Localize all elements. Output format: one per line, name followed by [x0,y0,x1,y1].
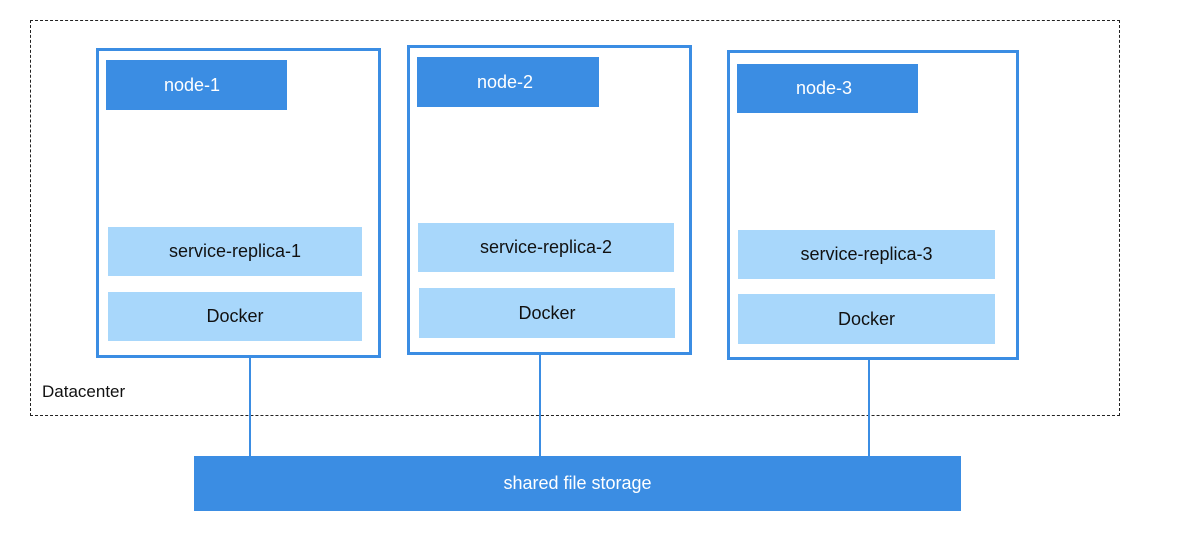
connector-node-1 [249,358,251,456]
node-title-1: node-1 [106,60,287,110]
docker-layer-3: Docker [738,294,995,344]
service-replica-layer-2: service-replica-2 [418,223,674,272]
docker-layer-2: Docker [419,288,675,338]
node-title-3: node-3 [737,64,918,113]
connector-node-2 [539,355,541,456]
connector-node-3 [868,360,870,456]
service-replica-layer-1: service-replica-1 [108,227,362,276]
datacenter-label: Datacenter [42,382,126,401]
node-title-2: node-2 [417,57,599,107]
shared-file-storage: shared file storage [194,456,961,511]
datacenter-boundary [30,20,1120,416]
docker-layer-1: Docker [108,292,362,341]
service-replica-layer-3: service-replica-3 [738,230,995,279]
